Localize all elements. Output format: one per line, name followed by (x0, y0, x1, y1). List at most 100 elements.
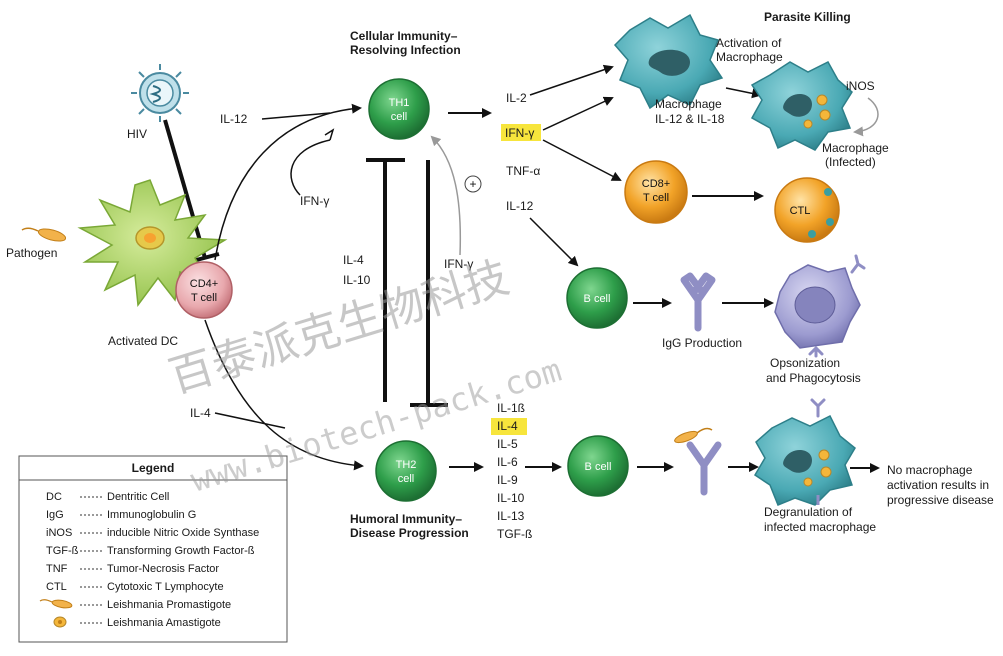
legend-icon-description: Leishmania Promastigote (107, 599, 231, 611)
infected-macrophage-label-line2: (Infected) (825, 155, 876, 169)
th2-cytokine-item: IL-10 (497, 491, 525, 505)
il4-highlight (491, 418, 527, 435)
b-cell-bottom: B cell (567, 435, 629, 497)
th2-cytokine-item: IL-9 (497, 473, 518, 487)
macrophage-label-line1: Macrophage (655, 97, 722, 111)
macrophage-activation-arrow (725, 87, 762, 99)
th2-cytokine-item: IL-1ß (497, 401, 525, 415)
to-bcell-arrow (529, 217, 579, 267)
infected-macrophage-label-line1: Macrophage (822, 141, 889, 155)
hiv-label: HIV (127, 127, 147, 141)
plus-label: + (469, 177, 476, 191)
ifng-mid-label: IFN-γ (444, 257, 473, 271)
legend-promastigote-icon (39, 599, 73, 609)
dc-to-th2-arrow (204, 319, 364, 471)
dc-to-th1-arrow (214, 103, 362, 261)
activation-label-line1: Activation of (716, 36, 782, 50)
macrophage-label-line2: IL-12 & IL-18 (655, 112, 725, 126)
th1-label-line1: TH1 (389, 97, 410, 109)
ifng-highlight (501, 124, 541, 141)
parasite-killing-header: Parasite Killing (764, 10, 851, 24)
il10-mid-label: IL-10 (343, 273, 371, 287)
infected-macrophage-icon (750, 61, 853, 151)
th2-cytokine-item: IL-6 (497, 455, 518, 469)
legend-description: Cytotoxic T Lymphocyte (107, 581, 224, 593)
cd4-label-line1: CD4+ (190, 278, 218, 290)
legend-description: Transforming Growth Factor-ß (107, 545, 255, 557)
outcome-label-line3: progressive disease (887, 493, 994, 507)
th2-label-line1: TH2 (396, 459, 417, 471)
b-cell-top: B cell (566, 267, 628, 329)
th2-cell: TH2 cell (375, 440, 437, 502)
b-cell-top-label: B cell (584, 293, 611, 305)
th2-title-line2: Disease Progression (350, 526, 469, 540)
th2-cytokine-item: IL-4 (497, 419, 518, 433)
degranulation-label-line2: infected macrophage (764, 520, 876, 534)
inos-arrow (853, 97, 879, 137)
hiv-inhibition-line (163, 119, 207, 259)
pathogen-label: Pathogen (6, 246, 57, 260)
il12-connector (261, 112, 331, 120)
opsonization-label-line1: Opsonization (770, 356, 840, 370)
th2-label-line2: cell (398, 473, 415, 485)
to-macrophage-arrow (529, 64, 614, 96)
opsonization-label-line2: and Phagocytosis (766, 371, 861, 385)
b-cell-bottom-label: B cell (585, 461, 612, 473)
legend-abbr: CTL (46, 581, 67, 593)
ctl-cell: CTL (774, 177, 840, 243)
legend-title: Legend (132, 461, 175, 475)
th1-title-line1: Cellular Immunity– (350, 29, 458, 43)
legend-abbr: TNF (46, 563, 68, 575)
il4-connector (214, 412, 286, 429)
inos-label: iNOS (846, 79, 875, 93)
plus-sign-icon (464, 175, 482, 193)
activated-dc-label: Activated DC (108, 334, 178, 348)
legend-description: Immunoglobulin G (107, 509, 196, 521)
cd8-label-line2: T cell (643, 192, 669, 204)
ifng-feedback-curve (290, 139, 331, 196)
activation-label-line2: Macrophage (716, 50, 783, 64)
pathogen-promastigote-icon (21, 227, 67, 242)
ifng-right-label: IFN-γ (505, 126, 534, 140)
to-cd8-arrow (542, 139, 622, 181)
il12-right-label: IL-12 (506, 199, 534, 213)
legend-abbr: TGF-ß (46, 545, 79, 557)
th2-cytokine-item: IL-13 (497, 509, 525, 523)
th2-cytokine-item: TGF-ß (497, 527, 532, 541)
phagocyte-cell-icon (774, 254, 866, 358)
degranulating-macrophage-icon (753, 398, 856, 506)
cd8-label-line1: CD8+ (642, 178, 670, 190)
il12-left-label: IL-12 (220, 112, 248, 126)
ifng-positive-feedback-arrow (430, 135, 462, 256)
legend-description: inducible Nitric Oxide Synthase (107, 527, 259, 539)
legend-amastigote-icon (53, 616, 67, 628)
th1-title-line2: Resolving Infection (350, 43, 461, 57)
ctl-label: CTL (790, 205, 811, 217)
promastigote-bottom-icon (674, 427, 713, 444)
il2-label: IL-2 (506, 91, 527, 105)
outcome-label-line1: No macrophage (887, 463, 973, 477)
igg-production-label: IgG Production (662, 336, 742, 350)
th2-title-line1: Humoral Immunity– (350, 512, 462, 526)
ifng-left-label: IFN-γ (300, 194, 329, 208)
cd8-t-cell: CD8+ T cell (624, 160, 688, 224)
tnfa-label: TNF-α (506, 164, 540, 178)
igg-antibody-icon (680, 272, 716, 332)
legend-abbr: iNOS (46, 527, 72, 539)
macrophage-icon (613, 13, 724, 110)
degranulation-label-line1: Degranulation of (764, 505, 853, 519)
cd4-label-line2: T cell (191, 292, 217, 304)
legend-abbr: IgG (46, 509, 64, 521)
legend-description: Dentritic Cell (107, 491, 169, 503)
hiv-virus-icon (131, 64, 189, 122)
th1-cell: TH1 cell (368, 78, 430, 140)
ifng-to-macrophage-arrow (542, 96, 614, 131)
il4-mid-label: IL-4 (343, 253, 364, 267)
legend-abbr: DC (46, 491, 62, 503)
